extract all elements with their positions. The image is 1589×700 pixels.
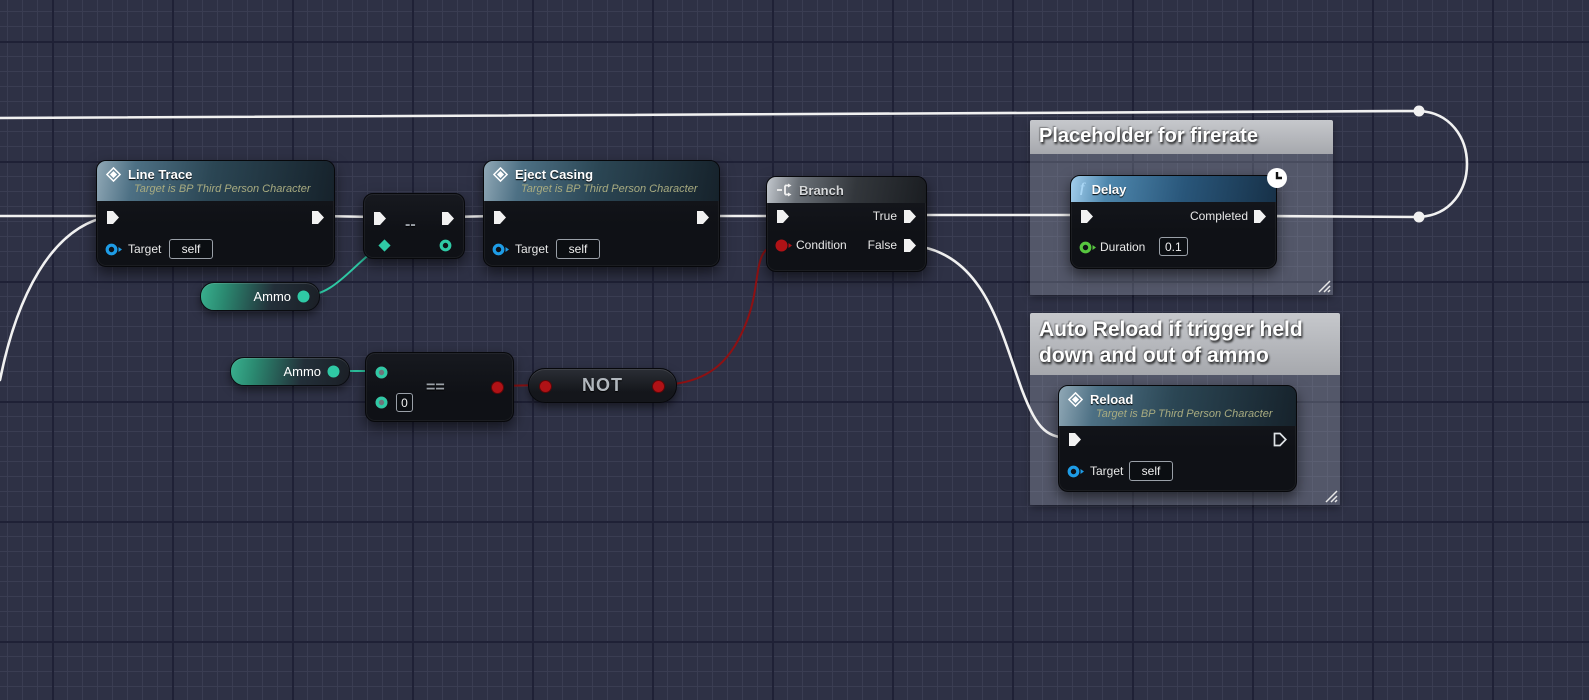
target-pin-label: Target	[128, 242, 162, 256]
exec-out-pin[interactable]	[696, 210, 710, 225]
node-delay[interactable]: f Delay Completed Duration 0.1	[1070, 168, 1287, 269]
node-header: Eject Casing Target is BP Third Person C…	[484, 161, 719, 201]
latent-function-icon: f	[1080, 181, 1085, 196]
duration-pin[interactable]	[1079, 241, 1097, 254]
node-equals[interactable]: 0 ==	[365, 352, 514, 422]
exec-out-pin[interactable]	[1273, 432, 1287, 447]
wire-exec-delay-loop[interactable]	[0, 109, 1469, 219]
exec-in-pin[interactable]	[106, 210, 120, 225]
value-out-pin[interactable]	[439, 239, 452, 252]
compare-value-box[interactable]: 0	[396, 393, 413, 412]
bool-out-pin[interactable]	[652, 380, 665, 393]
condition-pin[interactable]	[775, 239, 793, 252]
bool-out-pin[interactable]	[491, 381, 504, 394]
wire-exec-in-lower[interactable]	[0, 214, 113, 382]
function-diamond-icon	[493, 167, 508, 182]
exec-out-pin[interactable]	[441, 211, 455, 226]
target-pin-label: Target	[1090, 464, 1124, 478]
value-in-pin[interactable]	[375, 366, 388, 379]
exec-in-pin[interactable]	[1068, 432, 1082, 447]
comment-title-bar[interactable]: Placeholder for firerate	[1030, 120, 1333, 154]
node-title: Reload	[1090, 392, 1134, 407]
node-header: Branch	[767, 177, 926, 203]
variable-label: Ammo	[283, 364, 321, 379]
node-line-trace[interactable]: Line Trace Target is BP Third Person Cha…	[96, 160, 335, 267]
exec-in-pin[interactable]	[776, 209, 790, 224]
exec-in-pin[interactable]	[493, 210, 507, 225]
resize-handle-icon[interactable]	[1318, 280, 1331, 293]
comment-title-text: Placeholder for firerate	[1039, 125, 1258, 147]
node-title: Eject Casing	[515, 167, 594, 182]
node-title: Line Trace	[128, 167, 193, 182]
not-label: NOT	[582, 375, 623, 395]
completed-pin-label: Completed	[1189, 209, 1248, 223]
node-subtitle: Target is BP Third Person Character	[1096, 408, 1273, 420]
variable-get-ammo[interactable]: Ammo	[200, 282, 320, 311]
function-diamond-icon	[106, 167, 121, 182]
target-pin[interactable]	[105, 243, 123, 256]
node-subtitle: Target is BP Third Person Character	[521, 183, 698, 195]
node-branch[interactable]: Branch Condition True False	[766, 176, 927, 272]
false-exec-out-pin[interactable]	[903, 238, 917, 253]
node-subtitle: Target is BP Third Person Character	[134, 183, 311, 195]
branch-icon	[777, 183, 792, 197]
condition-pin-label: Condition	[796, 238, 847, 252]
value-in-pin[interactable]	[378, 239, 391, 252]
wire-not-condition[interactable]	[659, 244, 780, 386]
target-pin[interactable]	[1067, 465, 1085, 478]
duration-value-box[interactable]: 0.1	[1159, 237, 1188, 256]
resize-handle-icon[interactable]	[1325, 490, 1338, 503]
target-value-box[interactable]: self	[1129, 461, 1173, 481]
exec-in-pin[interactable]	[1080, 209, 1094, 224]
node-header: Reload Target is BP Third Person Charact…	[1059, 386, 1296, 426]
target-value-box[interactable]: self	[169, 239, 213, 259]
comment-title-text: Auto Reload if trigger held down and out…	[1039, 318, 1303, 368]
reroute-node[interactable]	[1413, 211, 1425, 223]
true-pin-label: True	[872, 209, 897, 223]
exec-out-pin[interactable]	[311, 210, 325, 225]
clock-icon	[1267, 168, 1287, 188]
variable-label: Ammo	[253, 289, 291, 304]
bool-in-pin[interactable]	[539, 380, 552, 393]
node-not[interactable]: NOT	[528, 368, 677, 403]
node-eject-casing[interactable]: Eject Casing Target is BP Third Person C…	[483, 160, 720, 267]
target-value-box[interactable]: self	[556, 239, 600, 259]
node-title: Delay	[1091, 181, 1127, 197]
decrement-symbol: --	[405, 216, 416, 233]
variable-get-ammo[interactable]: Ammo	[230, 357, 350, 386]
ammo-out-pin[interactable]	[327, 365, 340, 378]
target-pin-label: Target	[515, 242, 549, 256]
reroute-node[interactable]	[1413, 105, 1425, 117]
wire-exec-false-reload[interactable]	[908, 243, 1075, 440]
node-decrement[interactable]: --	[363, 193, 465, 259]
false-pin-label: False	[867, 238, 897, 252]
target-pin[interactable]	[492, 243, 510, 256]
node-header: f Delay	[1071, 176, 1276, 202]
node-title: Branch	[799, 182, 844, 198]
exec-in-pin[interactable]	[373, 211, 387, 226]
value-in-pin[interactable]	[375, 396, 388, 409]
duration-pin-label: Duration	[1100, 240, 1146, 254]
function-diamond-icon	[1068, 392, 1083, 407]
equals-symbol: ==	[426, 379, 445, 396]
node-header: Line Trace Target is BP Third Person Cha…	[97, 161, 334, 201]
comment-title-bar[interactable]: Auto Reload if trigger held down and out…	[1030, 313, 1340, 375]
node-reload[interactable]: Reload Target is BP Third Person Charact…	[1058, 385, 1297, 492]
completed-exec-out-pin[interactable]	[1253, 209, 1267, 224]
ammo-out-pin[interactable]	[297, 290, 310, 303]
true-exec-out-pin[interactable]	[903, 209, 917, 224]
